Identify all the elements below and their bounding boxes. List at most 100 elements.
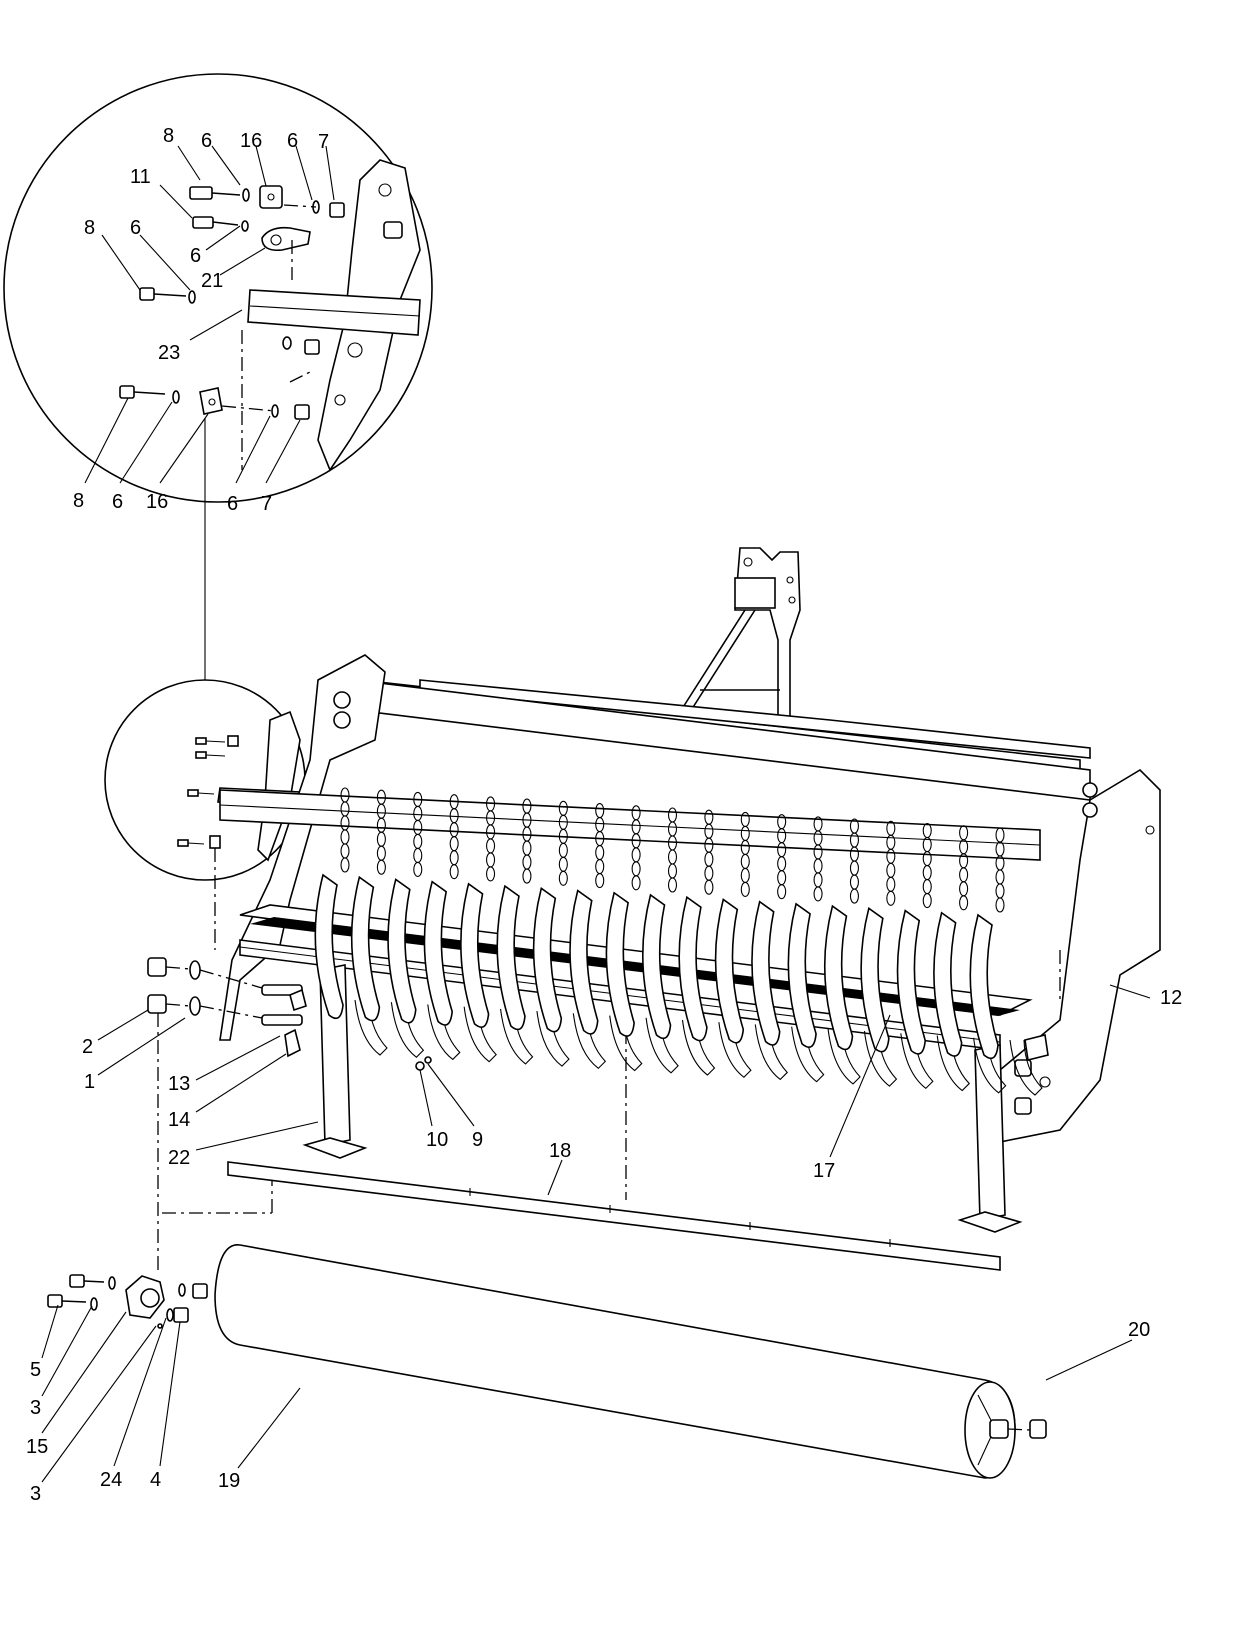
callout-15: 15 — [26, 1436, 48, 1458]
chain-link — [886, 876, 896, 892]
chain-link — [413, 847, 423, 863]
tine-disc — [860, 907, 890, 1053]
chain-link — [849, 860, 859, 876]
tine-disc — [896, 909, 927, 1055]
callout-16: 16 — [146, 491, 168, 513]
callout-24: 24 — [100, 1469, 122, 1491]
chain-link — [667, 849, 678, 865]
callout-11: 11 — [130, 166, 151, 188]
chain-link — [849, 874, 859, 890]
tine-disc — [314, 873, 344, 1020]
chain-link — [777, 856, 787, 872]
callout-23: 23 — [158, 342, 180, 364]
chain-link — [558, 842, 568, 858]
tine-disc — [933, 911, 963, 1057]
chain-link — [449, 850, 459, 866]
tine-disc — [387, 878, 417, 1024]
chain-link — [340, 857, 350, 873]
chain-link — [995, 883, 1005, 899]
chain-link — [449, 864, 459, 880]
chain-link — [959, 881, 969, 897]
chain-link — [558, 856, 568, 872]
chain-link — [376, 845, 386, 861]
chain-link — [740, 867, 750, 883]
callout-9: 9 — [472, 1129, 483, 1151]
tine-disc — [460, 882, 490, 1028]
chain-link — [340, 829, 350, 845]
callout-21: 21 — [201, 270, 223, 292]
tine-disc — [969, 913, 999, 1060]
chain-link — [777, 870, 787, 886]
chain-link — [813, 872, 823, 888]
tine-disc-edge — [1009, 1039, 1043, 1096]
chain-link — [849, 888, 859, 904]
callout-8: 8 — [84, 217, 95, 239]
tine-disc — [423, 880, 453, 1026]
tine-disc — [787, 902, 817, 1048]
callout-20: 20 — [1128, 1319, 1150, 1341]
chain-link — [667, 863, 678, 879]
chain-link — [995, 869, 1005, 885]
chain-link — [631, 875, 641, 891]
chain-link — [522, 868, 532, 884]
chain-link — [376, 859, 386, 875]
chain-link — [922, 879, 932, 895]
callout-labels: 8 6 16 6 7 11 8 6 6 21 23 8 6 16 6 7 12 … — [26, 125, 1182, 1505]
chain-link — [522, 854, 532, 870]
chain-link — [813, 858, 823, 874]
chain-link — [704, 851, 714, 867]
chain-link — [558, 870, 568, 886]
chain-link — [886, 862, 896, 878]
chain-link — [413, 833, 423, 849]
callout-16: 16 — [240, 130, 262, 152]
chain-link — [959, 867, 969, 883]
tine-disc — [350, 875, 381, 1022]
chain-link — [631, 847, 641, 863]
chain-link — [667, 877, 678, 893]
callout-17: 17 — [813, 1160, 835, 1182]
callout-6: 6 — [130, 217, 141, 239]
callout-10: 10 — [426, 1129, 448, 1151]
tine-disc — [496, 884, 526, 1031]
chain-link — [486, 838, 496, 854]
tine-disc — [605, 891, 635, 1037]
tine-discs — [314, 787, 1043, 1096]
chain-link — [631, 861, 641, 877]
chain-link — [886, 890, 896, 906]
tine-disc — [823, 904, 854, 1051]
chain-link — [704, 879, 714, 895]
tine-disc — [751, 900, 781, 1046]
callout-6: 6 — [112, 491, 123, 513]
callout-8: 8 — [73, 490, 84, 512]
chain-link — [740, 881, 750, 897]
bearing-assembly — [47, 1274, 208, 1329]
chain-link — [522, 840, 532, 856]
chain-link — [486, 866, 496, 882]
chain-link — [704, 865, 714, 881]
callout-6: 6 — [190, 245, 201, 267]
chain-link — [449, 836, 459, 852]
callout-1: 1 — [84, 1071, 95, 1093]
callout-18: 18 — [549, 1140, 571, 1162]
chain-link — [922, 893, 932, 909]
callout-12: 12 — [1160, 987, 1182, 1009]
tine-disc — [532, 887, 563, 1033]
tine-disc — [569, 889, 599, 1035]
roller — [214, 1244, 1047, 1479]
tine-disc — [678, 895, 708, 1042]
tine-disc — [714, 898, 745, 1044]
callout-6: 6 — [287, 130, 298, 152]
callout-7: 7 — [318, 131, 329, 153]
chain-link — [995, 897, 1005, 913]
scraper-bar — [227, 1161, 1001, 1271]
callout-13: 13 — [168, 1073, 190, 1095]
chain-link — [376, 831, 386, 847]
detail-view-large — [3, 73, 433, 680]
chain-link — [340, 843, 350, 859]
callout-4: 4 — [150, 1469, 161, 1491]
chain-link — [595, 859, 605, 875]
callout-19: 19 — [218, 1470, 240, 1492]
chain-link — [595, 873, 605, 889]
callout-6: 6 — [201, 130, 212, 152]
